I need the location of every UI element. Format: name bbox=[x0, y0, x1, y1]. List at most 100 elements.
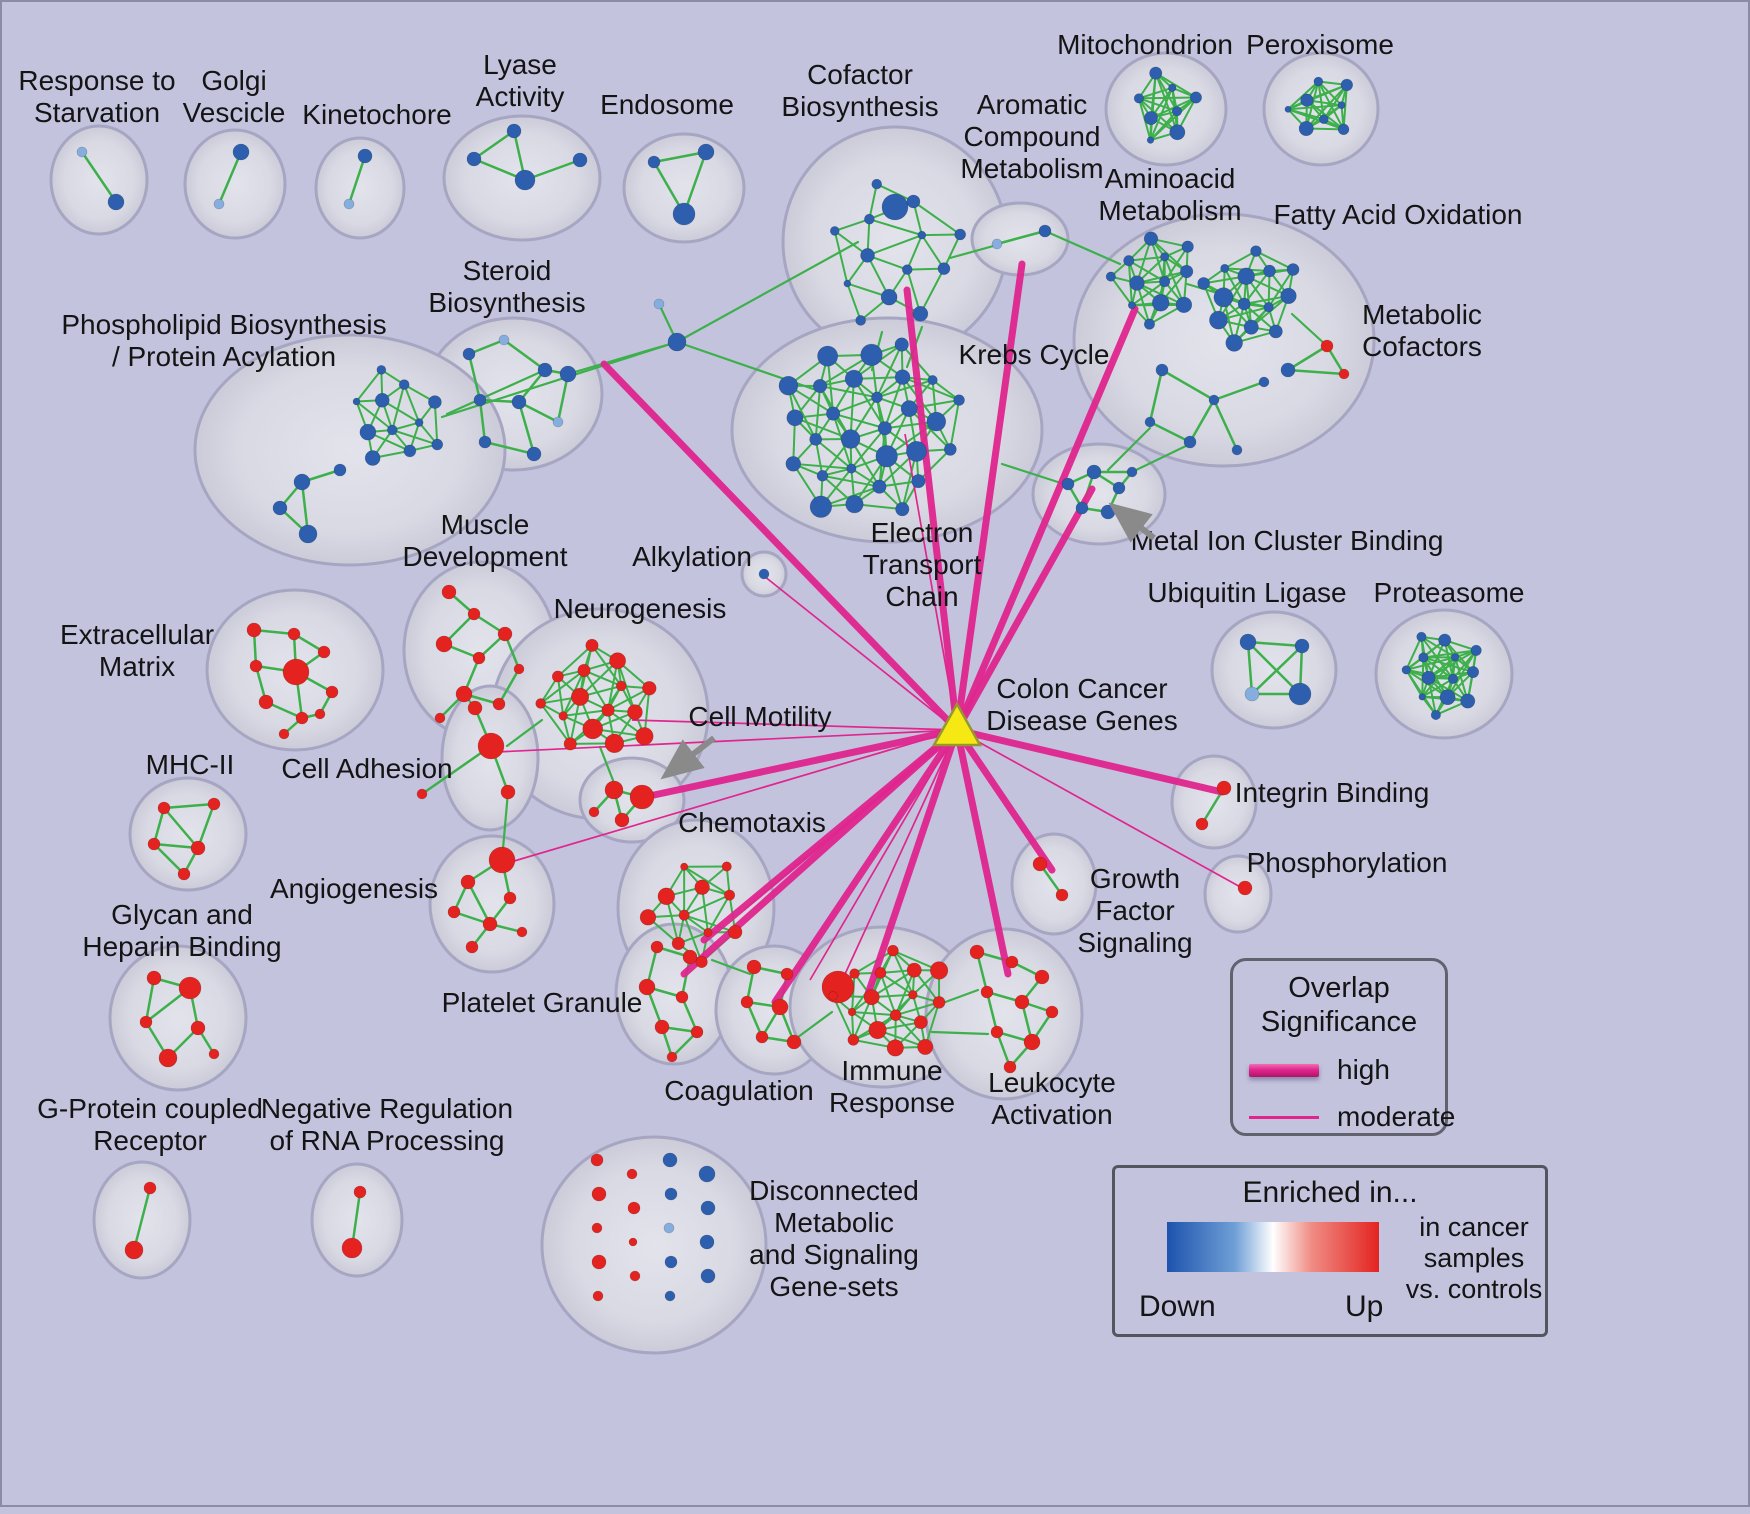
gene-set-node[interactable] bbox=[365, 451, 380, 466]
gene-set-node[interactable] bbox=[869, 1021, 887, 1039]
gene-set-node[interactable] bbox=[907, 195, 920, 208]
gene-set-node[interactable] bbox=[747, 960, 761, 974]
gene-set-node[interactable] bbox=[158, 802, 170, 814]
gene-set-node[interactable] bbox=[288, 628, 300, 640]
gene-set-node[interactable] bbox=[1289, 683, 1311, 705]
gene-set-node[interactable] bbox=[1295, 639, 1309, 653]
gene-set-node[interactable] bbox=[553, 417, 563, 427]
gene-set-node[interactable] bbox=[913, 306, 928, 321]
gene-set-node[interactable] bbox=[1150, 67, 1162, 79]
gene-set-node[interactable] bbox=[209, 1049, 219, 1059]
gene-set-node[interactable] bbox=[914, 1016, 927, 1029]
gene-set-node[interactable] bbox=[629, 1238, 637, 1246]
gene-set-node[interactable] bbox=[655, 1020, 669, 1034]
gene-set-node[interactable] bbox=[651, 941, 663, 953]
gene-set-node[interactable] bbox=[759, 569, 769, 579]
gene-set-node[interactable] bbox=[938, 263, 950, 275]
gene-set-node[interactable] bbox=[665, 1188, 677, 1200]
gene-set-node[interactable] bbox=[591, 1154, 603, 1166]
gene-set-node[interactable] bbox=[466, 941, 478, 953]
gene-set-node[interactable] bbox=[404, 445, 416, 457]
gene-set-node[interactable] bbox=[787, 410, 803, 426]
gene-set-node[interactable] bbox=[826, 407, 840, 421]
gene-set-node[interactable] bbox=[593, 1291, 603, 1301]
gene-set-node[interactable] bbox=[700, 1235, 714, 1249]
gene-set-node[interactable] bbox=[664, 1223, 674, 1233]
gene-set-node[interactable] bbox=[259, 695, 273, 709]
gene-set-node[interactable] bbox=[817, 346, 837, 366]
gene-set-node[interactable] bbox=[676, 991, 688, 1003]
gene-set-node[interactable] bbox=[887, 1040, 904, 1057]
gene-set-node[interactable] bbox=[1321, 340, 1333, 352]
gene-set-node[interactable] bbox=[448, 906, 460, 918]
gene-set-node[interactable] bbox=[578, 664, 591, 677]
gene-set-node[interactable] bbox=[696, 956, 708, 968]
gene-set-node[interactable] bbox=[315, 709, 325, 719]
gene-set-node[interactable] bbox=[299, 525, 317, 543]
gene-set-node[interactable] bbox=[474, 394, 486, 406]
gene-set-node[interactable] bbox=[829, 991, 838, 1000]
gene-set-node[interactable] bbox=[501, 785, 515, 799]
gene-set-node[interactable] bbox=[478, 733, 504, 759]
gene-set-node[interactable] bbox=[887, 945, 898, 956]
gene-set-node[interactable] bbox=[1039, 225, 1051, 237]
gene-set-node[interactable] bbox=[1339, 369, 1349, 379]
gene-set-node[interactable] bbox=[515, 170, 535, 190]
gene-set-node[interactable] bbox=[630, 785, 654, 809]
gene-set-node[interactable] bbox=[273, 501, 287, 515]
gene-set-node[interactable] bbox=[864, 214, 874, 224]
gene-set-node[interactable] bbox=[665, 1256, 677, 1268]
gene-set-node[interactable] bbox=[663, 1153, 677, 1167]
gene-set-node[interactable] bbox=[895, 370, 910, 385]
gene-set-node[interactable] bbox=[1128, 302, 1135, 309]
gene-set-node[interactable] bbox=[918, 1039, 933, 1054]
gene-set-node[interactable] bbox=[1087, 465, 1101, 479]
gene-set-node[interactable] bbox=[810, 496, 832, 518]
gene-set-node[interactable] bbox=[296, 712, 308, 724]
gene-set-node[interactable] bbox=[1467, 666, 1478, 677]
gene-set-node[interactable] bbox=[1238, 881, 1252, 895]
gene-set-node[interactable] bbox=[658, 888, 675, 905]
gene-set-node[interactable] bbox=[781, 968, 793, 980]
gene-set-node[interactable] bbox=[1024, 1034, 1040, 1050]
gene-set-node[interactable] bbox=[415, 419, 423, 427]
gene-set-node[interactable] bbox=[125, 1241, 143, 1259]
gene-set-node[interactable] bbox=[1214, 288, 1233, 307]
gene-set-node[interactable] bbox=[467, 152, 481, 166]
gene-set-node[interactable] bbox=[1046, 1006, 1058, 1018]
gene-set-node[interactable] bbox=[360, 424, 376, 440]
gene-set-node[interactable] bbox=[214, 199, 224, 209]
gene-set-node[interactable] bbox=[387, 425, 397, 435]
gene-set-node[interactable] bbox=[1461, 694, 1475, 708]
gene-set-node[interactable] bbox=[507, 124, 521, 138]
gene-set-node[interactable] bbox=[872, 392, 883, 403]
gene-set-node[interactable] bbox=[1319, 115, 1328, 124]
gene-set-node[interactable] bbox=[906, 441, 926, 461]
gene-set-node[interactable] bbox=[1285, 106, 1291, 112]
gene-set-node[interactable] bbox=[850, 969, 860, 979]
gene-set-node[interactable] bbox=[704, 928, 712, 936]
gene-set-node[interactable] bbox=[1422, 671, 1435, 684]
gene-set-node[interactable] bbox=[875, 967, 886, 978]
gene-set-node[interactable] bbox=[1264, 265, 1276, 277]
gene-set-node[interactable] bbox=[901, 401, 917, 417]
gene-set-node[interactable] bbox=[1152, 294, 1169, 311]
gene-set-node[interactable] bbox=[722, 862, 731, 871]
gene-set-node[interactable] bbox=[1221, 264, 1229, 272]
gene-set-node[interactable] bbox=[1144, 111, 1157, 124]
gene-set-node[interactable] bbox=[1144, 319, 1155, 330]
gene-set-node[interactable] bbox=[846, 495, 864, 513]
gene-set-node[interactable] bbox=[615, 813, 629, 827]
gene-set-node[interactable] bbox=[1287, 264, 1299, 276]
gene-set-node[interactable] bbox=[1281, 363, 1295, 377]
gene-set-node[interactable] bbox=[354, 1186, 366, 1198]
gene-set-node[interactable] bbox=[512, 395, 526, 409]
gene-set-node[interactable] bbox=[701, 1201, 715, 1215]
gene-set-node[interactable] bbox=[912, 474, 926, 488]
gene-set-node[interactable] bbox=[1209, 395, 1219, 405]
gene-set-node[interactable] bbox=[536, 698, 546, 708]
gene-set-node[interactable] bbox=[882, 194, 908, 220]
gene-set-node[interactable] bbox=[1301, 94, 1314, 107]
gene-set-node[interactable] bbox=[1417, 632, 1427, 642]
gene-set-node[interactable] bbox=[695, 880, 710, 895]
